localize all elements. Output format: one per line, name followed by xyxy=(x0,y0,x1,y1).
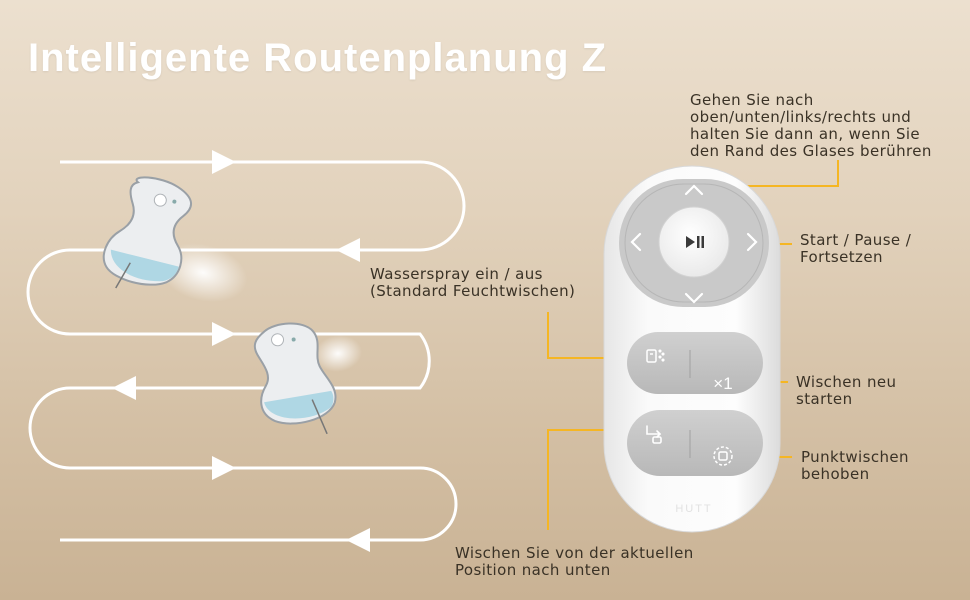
dpad-left-button[interactable] xyxy=(630,232,642,252)
restart-label: ×1 xyxy=(713,374,732,393)
play-pause-button[interactable] xyxy=(658,206,730,278)
chevron-right-icon xyxy=(746,232,758,252)
arrow-left-icon xyxy=(112,376,136,400)
remote-control: ×1 HUTT xyxy=(603,165,781,533)
spot-clean-button[interactable] xyxy=(713,446,733,466)
arrow-left-icon xyxy=(346,528,370,552)
water-spray-button[interactable] xyxy=(646,349,665,363)
wipe-down-annotation: Wischen Sie von der aktuellen Position n… xyxy=(455,544,694,579)
window-robot-icon xyxy=(253,322,362,435)
water-spray-annotation: Wasserspray ein / aus (Standard Feuchtwi… xyxy=(370,265,576,300)
restart-wipe-button[interactable]: ×1 xyxy=(713,374,732,393)
chevron-up-icon xyxy=(684,184,704,196)
window-robot-icon xyxy=(102,176,248,302)
route-path xyxy=(26,160,466,542)
chevron-down-icon xyxy=(684,292,704,304)
spot-clean-icon xyxy=(713,446,733,466)
start-pause-annotation: Start / Pause / Fortsetzen xyxy=(800,231,912,266)
spot-clean-annotation: Punktwischen behoben xyxy=(801,448,909,483)
wipe-down-button[interactable] xyxy=(646,425,662,444)
dpad-right-button[interactable] xyxy=(746,232,758,252)
direction-annotation: Gehen Sie nach oben/unten/links/rechts u… xyxy=(690,91,932,160)
button-bar-lower xyxy=(627,410,763,476)
dpad-up-button[interactable] xyxy=(684,184,704,196)
route-arrows xyxy=(112,150,370,552)
brand-label: HUTT xyxy=(675,503,712,515)
arrow-right-icon xyxy=(212,322,236,346)
wipe-down-icon xyxy=(646,425,662,444)
spray-icon xyxy=(646,349,665,363)
button-bar-upper xyxy=(627,332,763,394)
arrow-right-icon xyxy=(212,456,236,480)
restart-annotation: Wischen neu starten xyxy=(796,373,897,408)
arrow-left-icon xyxy=(336,238,360,262)
dpad-down-button[interactable] xyxy=(684,292,704,304)
arrow-right-icon xyxy=(212,150,236,174)
play-pause-icon xyxy=(686,236,704,248)
chevron-left-icon xyxy=(630,232,642,252)
page-title: Intelligente Routenplanung Z xyxy=(28,36,608,80)
